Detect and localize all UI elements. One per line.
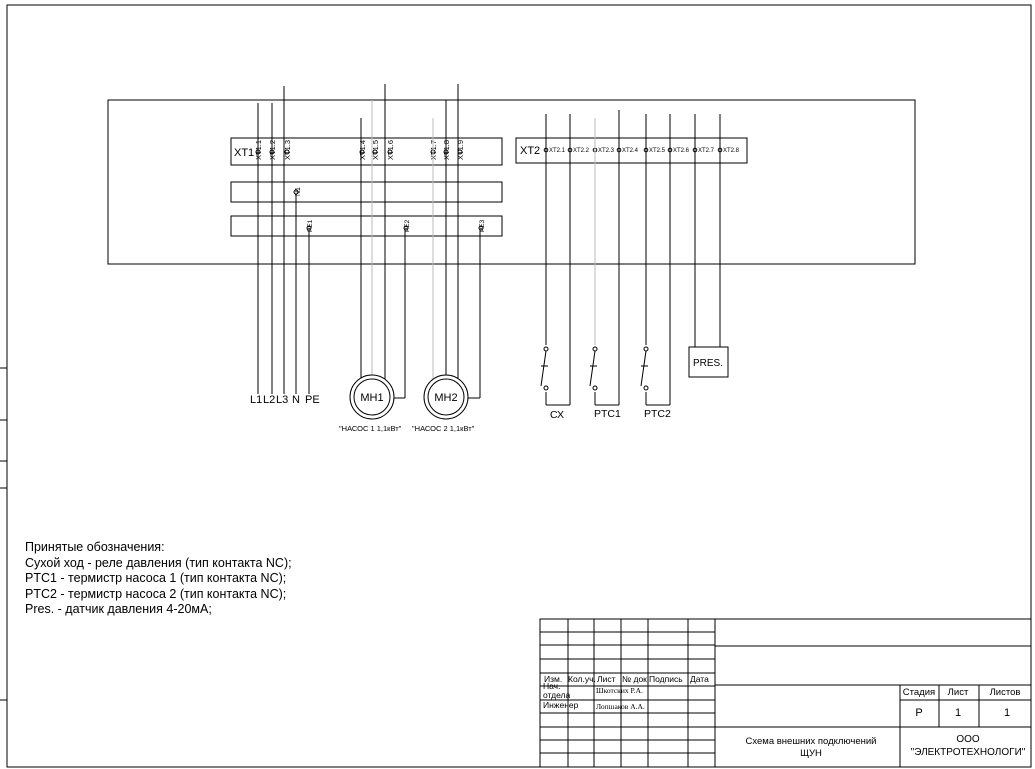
xt1-label: XT1 [234, 147, 254, 159]
sensor-labels: СХ PTC1 PTC2 [550, 408, 671, 421]
legend-title: Принятые обозначения: [25, 540, 165, 554]
tb-header-date: Дата [690, 674, 709, 684]
xt1-pin-9-label: XT1.9 [456, 140, 465, 160]
title-block-border [539, 618, 1032, 768]
sensor-cx-label: СХ [550, 409, 564, 421]
tb-sheets-label: Листов [990, 687, 1021, 698]
xt2-pin-5-label: XT2.5 [649, 148, 666, 154]
tb-name-1: Шкотских Р.А. [596, 686, 643, 695]
xt2-pin-6-label: XT2.6 [673, 148, 690, 154]
tb-stage-value: Р [915, 707, 922, 719]
motor-mh2-inner [427, 378, 465, 416]
contact-cx-blade [540, 350, 547, 387]
supply-l3: L3 [276, 394, 288, 406]
xt2-pin-2-label: XT2.2 [573, 148, 590, 154]
tb-company-2: "ЭЛЕКТРОТЕХНОЛОГИ" [911, 747, 1026, 758]
n-busbar-pin: N1 [293, 187, 302, 196]
tb-name-2: Лопшаков А.А. [596, 702, 645, 711]
pressure-sensor: PRES. [688, 346, 729, 378]
xt1-pin-3-label: XT1.3 [283, 140, 292, 160]
legend-item-ptc2: PTC2 - термистр насоса 2 (тип контакта N… [25, 586, 287, 601]
n1-label: N1 [295, 187, 302, 196]
xt2-pin-4-label: XT2.4 [622, 148, 639, 154]
cabinet-enclosure [107, 99, 916, 265]
legend-item-pres: Pres. - датчик давления 4-20мА; [25, 602, 212, 616]
xt1-pin-5-terminal [372, 149, 378, 155]
title-block-grid [539, 618, 1032, 768]
contact-cx-top [543, 346, 549, 352]
tb-role-1: Нач.отдела [543, 681, 571, 700]
tb-header-podp: Подпись [649, 674, 683, 684]
xt1-pin-6-terminal [387, 149, 393, 155]
motor-mh1-inner [353, 378, 391, 416]
terminal-strip-xt1 [230, 137, 503, 166]
pressure-sensor-label: PRES. [693, 358, 723, 369]
pressure-sensor-box [688, 346, 729, 378]
motor-mh1-caption: "НАСОС 1 1,1кВт" [339, 424, 402, 433]
supply-pe: PE [305, 394, 320, 406]
tb-doc-title-2: ЩУН [800, 748, 822, 759]
tb-header-kol: Кол.уч. [568, 674, 596, 684]
n-busbar [230, 181, 503, 203]
legend-item-dry-run: Сухой ход - реле давления (тип контакта … [25, 555, 292, 570]
motor-mh2-caption: "НАСОС 2 1,1кВт" [412, 424, 475, 433]
pe-busbar-pins: PE1 PE2 PE3 [306, 219, 486, 232]
motor-mh1: МН1 [349, 374, 395, 420]
pe2-terminal [403, 225, 409, 231]
supply-l1: L1 [250, 394, 262, 406]
legend: Принятые обозначения: Сухой ход - реле д… [25, 540, 292, 618]
supply-labels: L1 L2 L3 N PE [250, 394, 320, 406]
terminal-strip-xt2 [515, 137, 748, 164]
supply-l2: L2 [263, 394, 275, 406]
tb-sheets-value: 1 [1004, 707, 1010, 719]
xt2-pin-1-label: XT2.1 [549, 148, 566, 154]
sensor-contacts [540, 346, 649, 391]
contact-cx-bottom [543, 385, 549, 391]
pe3-terminal [478, 225, 484, 231]
contact-ptc1-bottom [592, 385, 598, 391]
xt1-pin-5-label: XT1.5 [371, 140, 380, 160]
tb-header-list: Лист [597, 674, 616, 684]
xt2-pins: XT2.1 XT2.2 XT2.3 XT2.4 XT2.5 XT2.6 XT2.7 XT2.8 [543, 147, 740, 154]
xt2-label: XT2 [520, 145, 540, 157]
supply-n: N [292, 394, 300, 406]
drawing-frame [0, 4, 1032, 768]
xt1-pin-3-terminal [284, 149, 290, 155]
contact-ptc2-top [643, 346, 649, 352]
contact-ptc1-blade [589, 350, 596, 387]
tb-stage-label: Стадия [903, 687, 935, 698]
tb-doc-title-1: Схема внешних подключений [746, 736, 877, 747]
tb-sheet-value: 1 [955, 707, 961, 719]
motor-mh2-label: МН2 [434, 392, 457, 404]
sensor-ptc1-label: PTC1 [594, 408, 621, 420]
tb-header-ndoc: № док. [622, 674, 649, 684]
tb-company-1: ООО [956, 734, 980, 745]
xt1-pin-6-label: XT1.6 [386, 140, 395, 160]
tb-header-izm: Изм. [544, 674, 562, 684]
xt2-pin-8-label: XT2.8 [723, 148, 740, 154]
title-block: Изм. Кол.уч. Лист № док. Подпись Дата На… [539, 618, 1032, 768]
xt1-pin-4-label: XT1.4 [358, 140, 367, 160]
tb-sheet-label: Лист [948, 687, 969, 698]
motor-mh2: МН2 [423, 374, 469, 420]
pe1-label: PE1 [307, 219, 314, 232]
xt2-pin-3-label: XT2.3 [598, 148, 615, 154]
wiring [257, 84, 721, 406]
legend-item-ptc1: PTC1 - термистр насоса 1 (тип контакта N… [25, 571, 287, 585]
contact-ptc2-bottom [643, 385, 649, 391]
motor-mh1-label: МН1 [360, 392, 383, 404]
contact-ptc1-top [592, 346, 598, 352]
sensor-ptc2-label: PTC2 [644, 408, 671, 420]
pe-busbar [230, 215, 503, 237]
xt2-pin-7-label: XT2.7 [698, 148, 715, 154]
pe3-label: PE3 [479, 219, 486, 232]
contact-ptc2-blade [640, 350, 647, 387]
tb-role-2: Инженер [543, 700, 579, 710]
pe2-label: PE2 [404, 219, 411, 232]
